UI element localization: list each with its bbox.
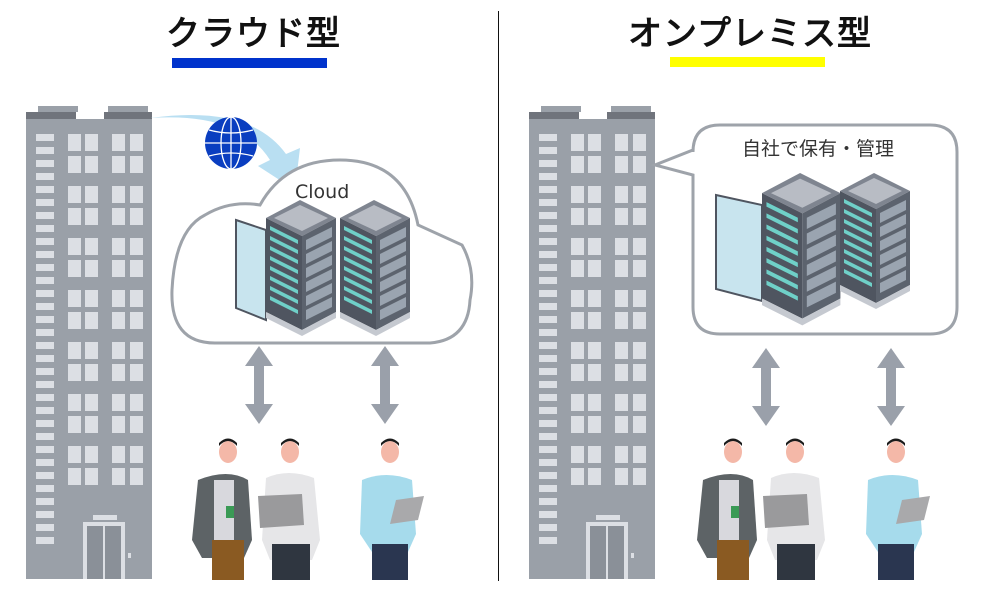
cloud-server-rack-2 xyxy=(340,200,410,336)
person-with-laptop-left xyxy=(258,438,320,580)
cloud-server-rack-1 xyxy=(235,200,336,336)
person-with-tablet-left xyxy=(360,438,424,580)
office-building-left xyxy=(26,106,152,579)
double-arrow-right-1 xyxy=(752,348,780,426)
globe-icon xyxy=(205,116,257,170)
double-arrow-right-2 xyxy=(877,348,905,426)
double-arrow-left-1 xyxy=(245,346,273,424)
person-with-coffee-left xyxy=(192,438,252,580)
onpremise-accent-bar xyxy=(670,57,825,67)
person-with-laptop-right xyxy=(763,438,825,580)
bubble-label: 自社で保有・管理 xyxy=(742,138,895,160)
office-building-right xyxy=(529,106,655,579)
cloud-accent-bar xyxy=(172,58,327,68)
onpremise-server-rack-1 xyxy=(715,173,841,326)
cloud-type-title: クラウド型 xyxy=(166,14,341,54)
section-divider xyxy=(498,11,499,581)
onpremise-type-title: オンプレミス型 xyxy=(628,14,872,54)
person-with-tablet-right xyxy=(866,438,930,580)
onpremise-server-rack-2 xyxy=(840,173,910,309)
double-arrow-left-2 xyxy=(371,346,399,424)
flow-arrow xyxy=(150,114,300,190)
cloud-label: Cloud xyxy=(295,181,350,203)
person-with-coffee-right xyxy=(697,438,757,580)
